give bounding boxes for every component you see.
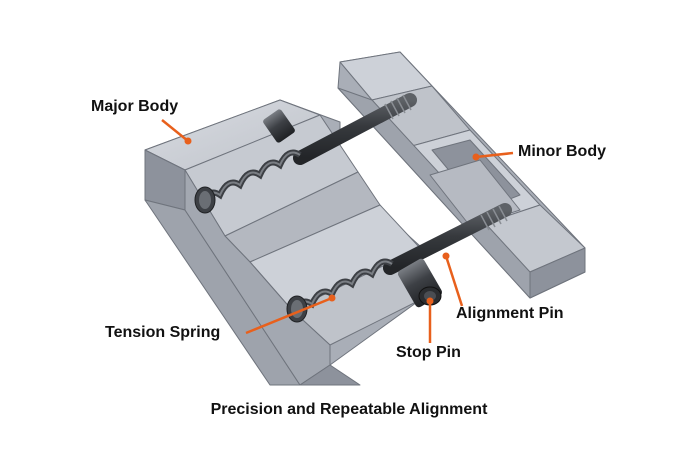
leader-lines	[161, 119, 514, 343]
label-major-body: Major Body	[91, 98, 179, 115]
label-tension-spring: Tension Spring	[105, 324, 221, 341]
lower-pin-assembly	[286, 203, 512, 323]
leader-tension-spring	[245, 296, 333, 335]
diagram-caption: Precision and Repeatable Alignment	[210, 401, 488, 418]
upper-pin-assembly	[194, 93, 417, 214]
stop-pin	[397, 258, 443, 308]
label-stop-pin: Stop Pin	[396, 344, 461, 361]
leader-major-body	[161, 119, 189, 142]
label-minor-body: Minor Body	[518, 143, 606, 160]
leader-minor-body	[475, 151, 514, 159]
leader-alignment-pin	[444, 255, 464, 307]
label-alignment-pin: Alignment Pin	[456, 305, 564, 322]
